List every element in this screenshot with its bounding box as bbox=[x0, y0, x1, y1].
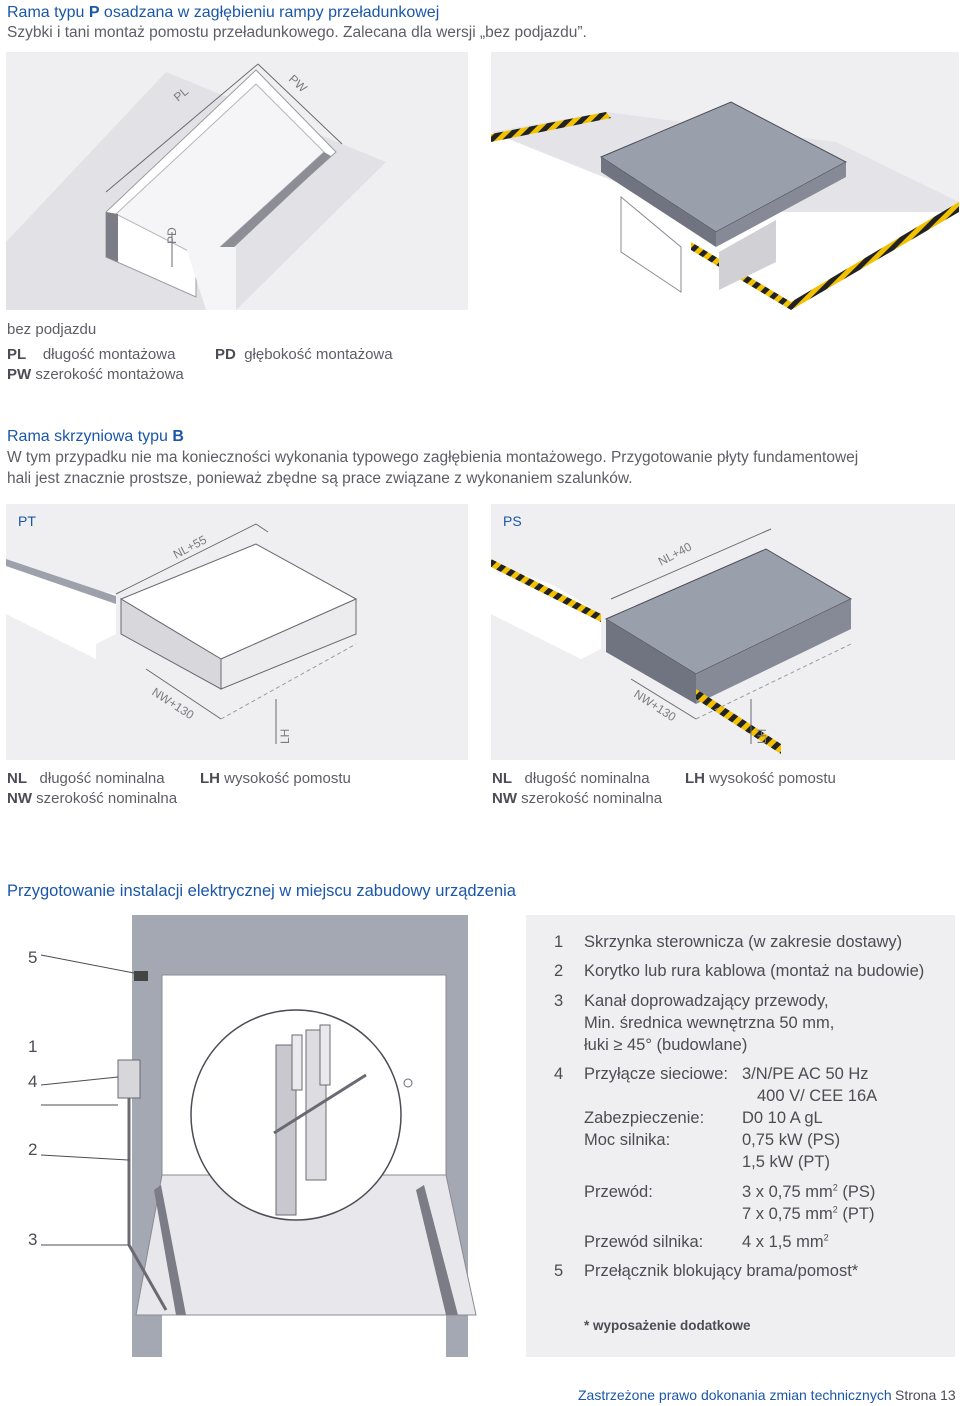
legend-p-pw: PW szerokość montażowa bbox=[7, 366, 184, 383]
section-b-title: Rama skrzyniowa typu B bbox=[7, 428, 184, 445]
label-pd: PD bbox=[165, 227, 179, 244]
figure-p-recess: PL PW PD bbox=[6, 52, 468, 310]
legend-b-lh-2: LH wysokość pomostu bbox=[685, 770, 836, 787]
label-pw: PW bbox=[286, 72, 310, 96]
legend-p-caption: bez podjazdu bbox=[7, 321, 97, 338]
legend-b-nw: NW szerokość nominalna bbox=[7, 790, 178, 807]
ps-label-top: NL+40 bbox=[656, 539, 694, 568]
figure-ps-title: PS bbox=[503, 513, 522, 529]
figure-pt-title: PT bbox=[18, 513, 36, 529]
legend-b-nl: NL długość nominalna bbox=[7, 770, 165, 787]
legend-b-lh: LH wysokość pomostu bbox=[200, 770, 351, 787]
legend-p-pl: PL długość montażowa bbox=[7, 346, 176, 363]
figure-ps: PS NL+40 NW+130 LH bbox=[491, 504, 955, 760]
ps-label-lh: LH bbox=[755, 729, 769, 744]
callout-1: 1 bbox=[28, 1037, 37, 1056]
pt-label-bottom: NW+130 bbox=[149, 685, 196, 723]
footnote: * wyposażenie dodatkowe bbox=[584, 1318, 751, 1333]
section-b-text-1: W tym przypadku nie ma konieczności wyko… bbox=[7, 449, 859, 466]
callout-5: 5 bbox=[28, 948, 37, 967]
callout-4: 4 bbox=[28, 1072, 37, 1091]
legend-b-nl-2: NL długość nominalna bbox=[492, 770, 650, 787]
section-p-subtitle: Szybki i tani montaż pomostu przeładunko… bbox=[7, 24, 587, 41]
section-p-title: Rama typu P osadzana w zagłębieniu rampy… bbox=[7, 4, 440, 21]
pt-label-lh: LH bbox=[278, 729, 292, 744]
section-e-title: Przygotowanie instalacji elektrycznej w … bbox=[7, 882, 516, 900]
legend-p-pd: PD głębokość montażowa bbox=[215, 346, 393, 363]
section-b-text-2: hali jest znacznie prostsze, ponieważ zb… bbox=[7, 470, 633, 487]
footer-note: Zastrzeżone prawo dokonania zmian techni… bbox=[578, 1387, 892, 1403]
legend-b-nw-2: NW szerokość nominalna bbox=[492, 790, 663, 807]
callout-2: 2 bbox=[28, 1140, 37, 1159]
figure-p-installed bbox=[491, 52, 959, 310]
figure-pt: PT NL+55 NW+130 LH bbox=[6, 504, 468, 760]
page-number: Strona 13 bbox=[895, 1387, 956, 1403]
callout-3: 3 bbox=[28, 1230, 37, 1249]
ps-label-bottom: NW+130 bbox=[631, 687, 678, 725]
